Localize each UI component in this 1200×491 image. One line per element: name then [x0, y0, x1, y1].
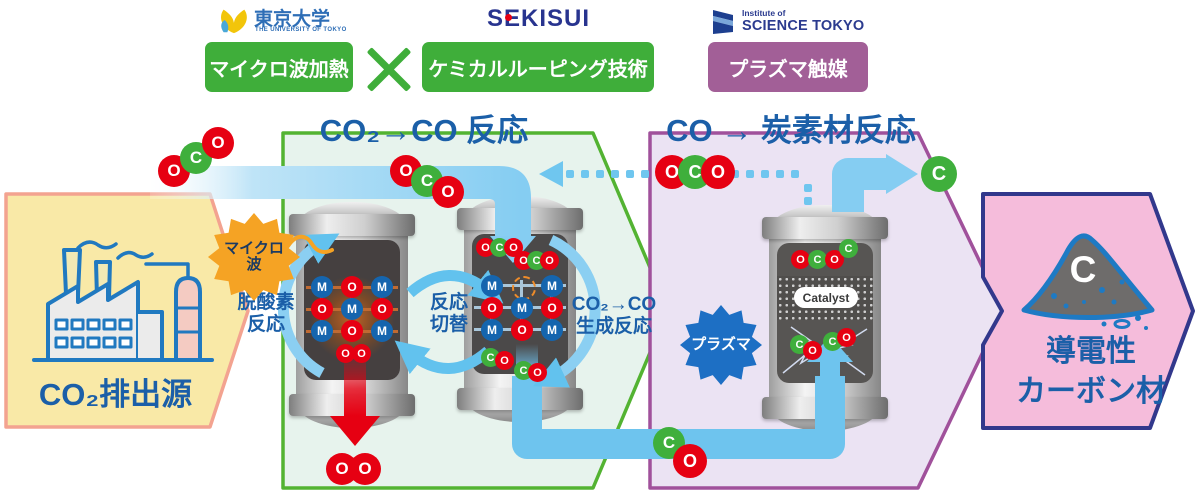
badge-plasma-catalysis: プラズマ触媒 [708, 42, 868, 92]
atom-o: O [352, 344, 371, 363]
atom-o: O [349, 453, 381, 485]
co2-feed-pipe [150, 166, 531, 238]
carbon-result-line2: カーボン材 [1016, 374, 1166, 408]
carbon-output-pipe [832, 158, 888, 212]
deoxygenation-line2: 反応 [246, 313, 285, 335]
atom-c: C [839, 239, 858, 258]
co-generation-label: CO₂→CO 生成反応 [564, 294, 664, 337]
deoxygenation-cycle-arrow [277, 233, 340, 378]
co2-source-label: CO₂排出源 [38, 377, 193, 412]
tank-bands [174, 306, 202, 334]
badge-microwave-heating: マイクロ波加熱 [205, 42, 353, 92]
reaction-switch-arrow-bottom [394, 340, 492, 375]
reaction-switch-line1: 反応 [429, 292, 468, 313]
atom-o: O [673, 444, 707, 478]
atom-o: O [202, 127, 234, 159]
carbon-result-label: 導電性 カーボン材 [996, 332, 1186, 411]
oxygen-release-stream [344, 348, 366, 418]
smoke-icon [116, 250, 154, 260]
utokyo-name: 東京大学 [254, 9, 331, 30]
atom-o: O [432, 176, 464, 208]
atom-m: M [311, 276, 333, 298]
catalyst-band [777, 276, 873, 320]
atom-o: O [341, 320, 363, 342]
plasma-burst-label: プラズマ [691, 335, 751, 353]
reaction-switch-line2: 切替 [429, 313, 468, 335]
atom-m: M [541, 319, 563, 341]
carbon-dots [1051, 279, 1148, 330]
deoxygenation-line1: 脱酸素 [237, 292, 295, 313]
atom-o: O [803, 341, 822, 360]
ribbon-s-icon [713, 10, 733, 34]
atom-o: O [341, 276, 363, 298]
reactor-cap [289, 214, 415, 236]
atom-o: O [837, 328, 856, 347]
carbon-result-line1: 導電性 [1046, 335, 1136, 368]
microwave-burst-line2: 波 [246, 256, 262, 273]
atom-m: M [371, 276, 393, 298]
carbon-pile-letter: C [1069, 249, 1097, 290]
deoxygenation-label: 脱酸素 反応 [224, 292, 308, 335]
atom-o: O [701, 155, 735, 189]
utokyo-logo: 東京大学 THE UNIVERSITY OF TOKYO [216, 3, 386, 37]
atom-o: O [541, 297, 563, 319]
sekisui-name: SEKISUI [487, 5, 591, 32]
badge-chemical-looping: ケミカルルーピング技術 [422, 42, 654, 92]
microwave-wave-icon [286, 234, 334, 254]
atom-o: O [540, 251, 559, 270]
output-arrow-icon [886, 154, 918, 194]
atom-c: C [180, 142, 212, 174]
co-generation-line1: CO₂→CO [571, 294, 657, 315]
section-title-co-to-carbon: CO → 炭素材反応 [666, 113, 916, 148]
atom-o: O [311, 298, 333, 320]
science-tokyo-logo: Institute of SCIENCE TOKYO [710, 6, 870, 36]
co-generation-cycle-arrow [533, 235, 601, 388]
co-inlet-arrow-icon [807, 336, 853, 384]
reaction-switch-label: 反応 切替 [410, 292, 488, 335]
factory-windows [54, 318, 133, 349]
atom-o: O [495, 351, 514, 370]
microwave-burst-line1: マイクロ [224, 239, 284, 257]
science-tokyo-line1: Institute of [742, 8, 786, 18]
atom-m: M [341, 298, 363, 320]
atom-m: M [311, 320, 333, 342]
smoke-icon [76, 240, 118, 250]
tank-icon [174, 276, 202, 362]
sekisui-logo: SEKISUI [487, 5, 597, 33]
utokyo-subtitle: THE UNIVERSITY OF TOKYO [255, 27, 347, 33]
atom-m: M [371, 320, 393, 342]
tank-pipe [144, 262, 190, 279]
sekisui-red-dot-icon [505, 14, 512, 21]
reactor-cap [762, 217, 888, 239]
atom-o: O [825, 250, 844, 269]
atom-o: O [371, 298, 393, 320]
recycle-arrow-icon [539, 161, 563, 187]
atom-o: O [511, 319, 533, 341]
science-tokyo-line2: SCIENCE TOKYO [742, 18, 865, 34]
carbon-speck [1113, 319, 1131, 329]
atom-o: O [791, 250, 810, 269]
atom-m: M [511, 297, 533, 319]
oxygen-release-arrow-icon [330, 416, 380, 446]
atom-o: O [528, 363, 547, 382]
atom-c: C [808, 250, 827, 269]
atom-m: M [541, 275, 563, 297]
ginkgo-leaf-icon [221, 9, 247, 34]
section-title-co2-to-co: CO₂→CO 反応 [319, 113, 529, 148]
co-generation-line2: 生成反応 [575, 315, 652, 337]
carbon-powder-icon [1021, 233, 1155, 330]
collaboration-x-icon [363, 44, 415, 94]
atom-o: O [336, 344, 355, 363]
catalyst-label: Catalyst [794, 287, 858, 308]
carbon-product-atom: C [921, 156, 957, 192]
reaction-switch-arrow-top [406, 269, 504, 304]
factory-icon [32, 240, 214, 362]
atom-m: M [481, 319, 503, 341]
